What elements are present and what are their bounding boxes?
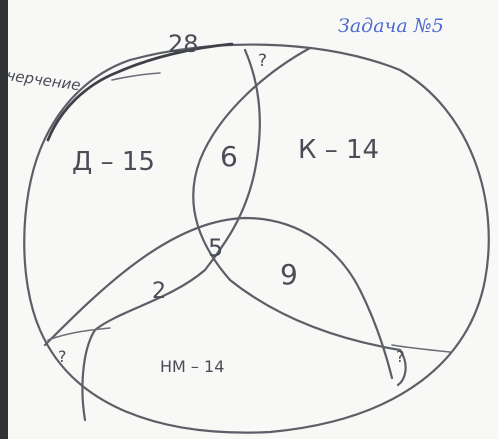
set-d-label: Д – 15: [72, 147, 155, 177]
set-nm-label: НМ – 14: [160, 357, 224, 376]
region-d-k: 6: [220, 140, 238, 173]
side-note: черчение: [5, 66, 81, 94]
set-nm-left-edge: [47, 327, 111, 341]
side-note-underline: [111, 72, 161, 81]
total-label: 28: [168, 30, 199, 58]
heading: Задача №5: [338, 15, 444, 37]
outer-ellipse-highlight: [46, 42, 234, 142]
set-d-boundary: [81, 48, 261, 422]
region-d-k-nm: 5: [208, 234, 223, 262]
outer-ellipse: [23, 43, 490, 434]
set-nm-right-edge: [391, 344, 451, 353]
paper-shadow-edge: [0, 0, 8, 439]
region-k-nm: 9: [280, 258, 298, 291]
region-d-nm: 2: [152, 279, 166, 304]
unknown-right: ?: [396, 347, 405, 366]
unknown-left: ?: [58, 347, 67, 366]
set-nm-boundary: [43, 216, 394, 380]
set-d-inner-edge: [192, 46, 407, 387]
unknown-top: ?: [258, 51, 267, 71]
set-k-label: К – 14: [298, 135, 379, 165]
